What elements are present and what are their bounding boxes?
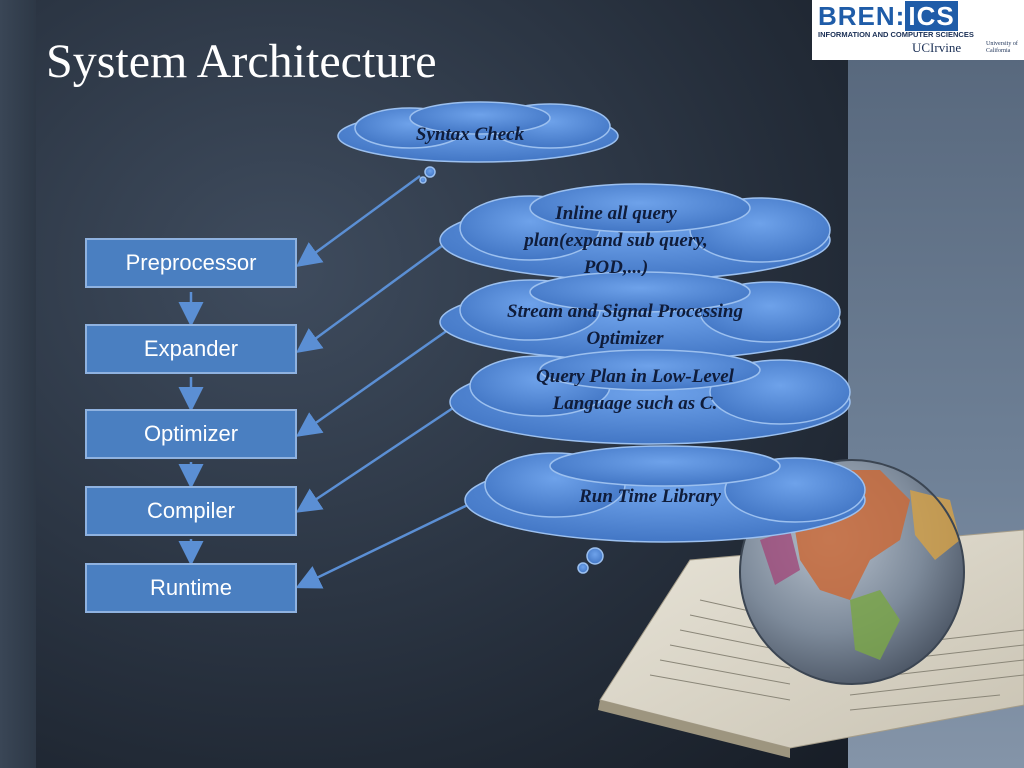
left-panel bbox=[0, 0, 36, 768]
cloud-low-level-language bbox=[449, 349, 851, 445]
callout-pointer-syntax-check bbox=[295, 174, 421, 267]
logo-uci: UCIrvine bbox=[912, 40, 962, 55]
callout-text-stream-signal-optimizer: Stream and Signal Processing Optimizer bbox=[507, 301, 743, 349]
stage-label: Expander bbox=[143, 336, 239, 361]
cloud-inline-query-plan bbox=[439, 183, 831, 281]
callout-text-low-level-language: Query Plan in Low-Level Language such as… bbox=[536, 366, 734, 414]
callout-pointer-runtime bbox=[295, 498, 479, 589]
cloud-syntax-check bbox=[337, 101, 619, 184]
stage-label: Optimizer bbox=[143, 421, 239, 446]
callout-pointer-inline bbox=[295, 238, 451, 353]
stage-box-compiler: Compiler bbox=[85, 486, 297, 536]
stage-label: Compiler bbox=[146, 498, 236, 523]
stage-box-optimizer: Optimizer bbox=[85, 409, 297, 459]
logo-subtitle: INFORMATION AND COMPUTER SCIENCES bbox=[818, 30, 974, 39]
logo-university: University of California bbox=[986, 41, 1018, 54]
logo-wordmark: BREN:ICS bbox=[818, 1, 958, 31]
callout-pointer-optimizer bbox=[295, 323, 456, 437]
callout-text-syntax-check: Syntax Check bbox=[415, 124, 525, 145]
stage-box-expander: Expander bbox=[85, 324, 297, 374]
stage-label: Runtime bbox=[150, 575, 232, 600]
bren-ics-logo: BREN:ICS INFORMATION AND COMPUTER SCIENC… bbox=[812, 0, 1024, 60]
stage-box-runtime: Runtime bbox=[85, 563, 297, 613]
cloud-stream-signal-optimizer bbox=[439, 271, 841, 361]
callout-text-runtime-library: Run Time Library bbox=[579, 486, 721, 507]
callout-text-inline-query-plan: Inline all query plan(expand sub query, … bbox=[524, 203, 708, 276]
stage-box-preprocessor: Preprocessor bbox=[85, 238, 297, 288]
slide-title: System Architecture bbox=[46, 35, 437, 88]
stage-label: Preprocessor bbox=[125, 250, 257, 275]
callout-pointer-compiler bbox=[295, 398, 466, 513]
cloud-runtime-library bbox=[464, 445, 866, 574]
